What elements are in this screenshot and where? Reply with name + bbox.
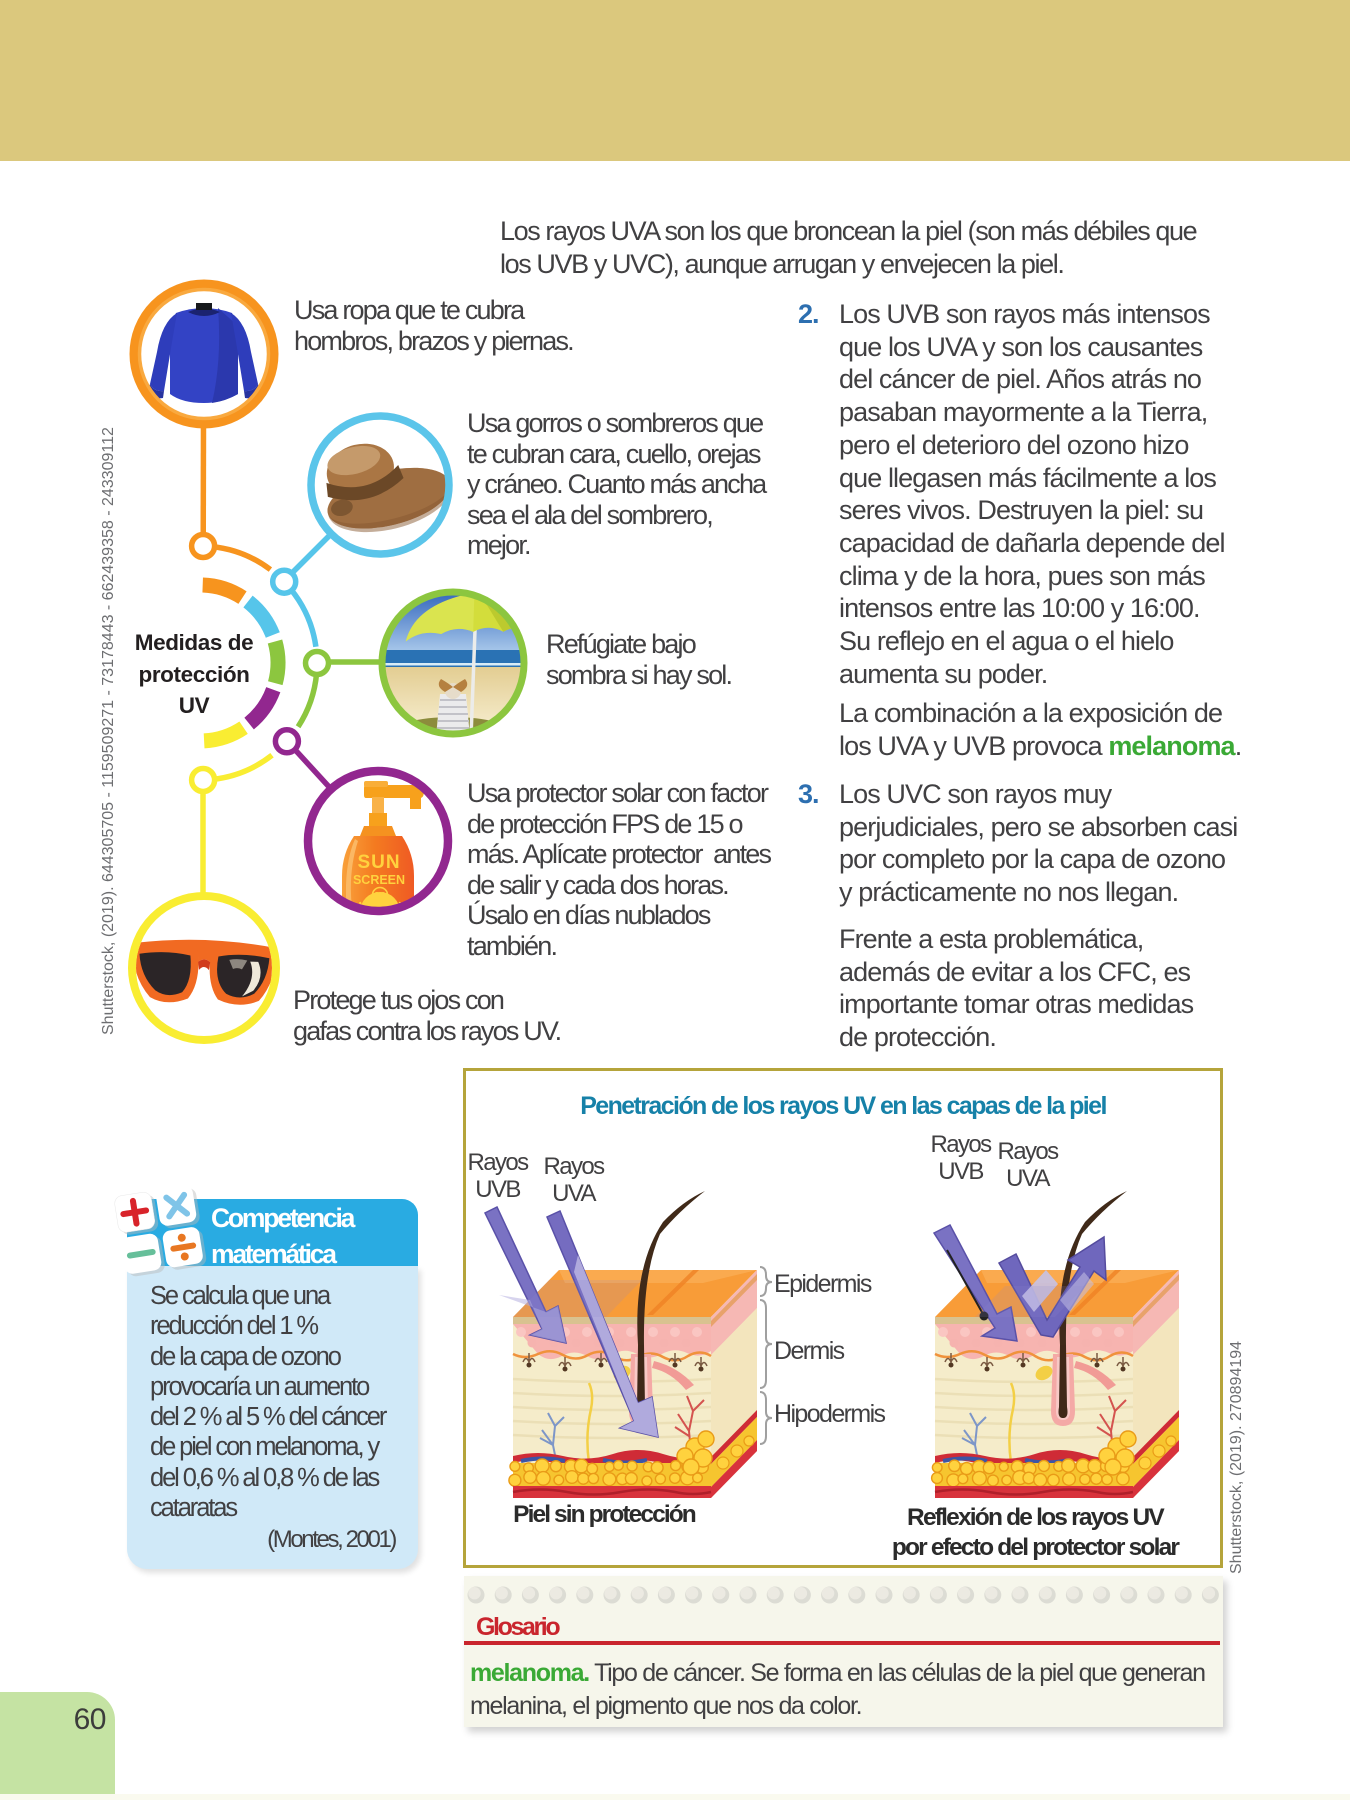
svg-text:SUN: SUN: [357, 852, 400, 873]
svg-text:SCREEN: SCREEN: [353, 873, 405, 887]
